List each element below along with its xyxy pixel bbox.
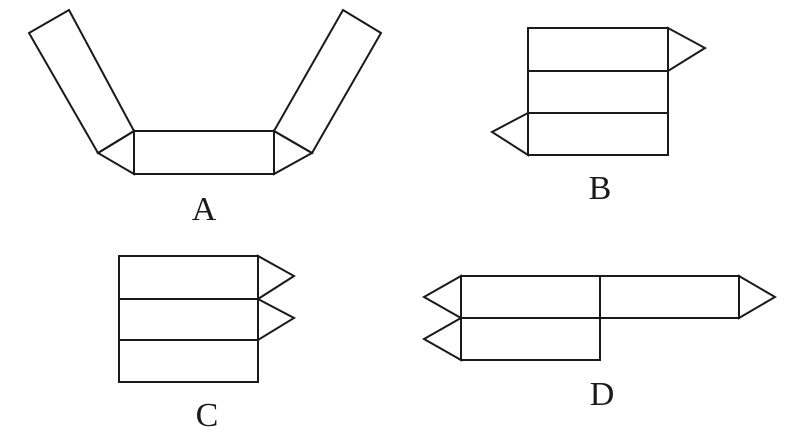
option-c-label: C	[196, 397, 219, 434]
net-b-top-right-triangle	[667, 26, 707, 73]
net-b-face-middle	[527, 70, 669, 114]
net-c-face-bottom	[118, 339, 259, 383]
net-d-right-triangle	[738, 274, 777, 320]
net-d-upper-left-triangle	[421, 274, 462, 320]
net-a-right-arm	[272, 8, 383, 155]
net-option-c: C	[118, 254, 297, 434]
net-d-face-top-right	[599, 275, 740, 319]
net-b-bottom-left-triangle	[490, 111, 529, 157]
option-b-label: B	[589, 170, 612, 207]
net-a-left-triangle	[96, 129, 135, 176]
net-d-lower-left-triangle	[421, 316, 462, 362]
net-a-left-arm	[27, 8, 136, 155]
option-d-label: D	[590, 376, 615, 413]
net-option-a: A	[27, 8, 383, 228]
option-a-label: A	[192, 191, 217, 228]
net-b-face-top	[527, 27, 669, 72]
net-c-face-top	[118, 255, 259, 300]
net-option-d: D	[421, 274, 777, 413]
net-c-face-middle	[118, 298, 259, 341]
net-d-face-bottom-left	[460, 317, 601, 361]
net-c-upper-right-triangle	[257, 254, 296, 301]
net-a-center-face	[133, 130, 275, 175]
net-a-right-triangle	[273, 129, 315, 176]
net-option-b: B	[490, 26, 707, 207]
net-d-face-top-left	[460, 275, 601, 319]
net-b-face-bottom	[527, 112, 669, 156]
net-c-lower-right-triangle	[257, 297, 297, 342]
